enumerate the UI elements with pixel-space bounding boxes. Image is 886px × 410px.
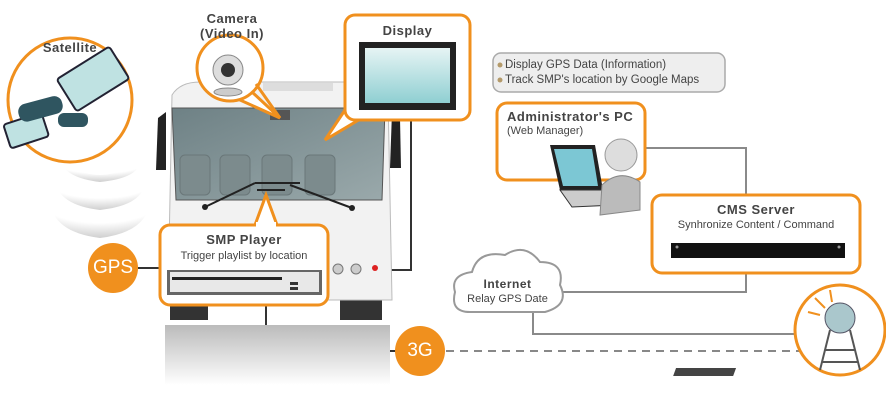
info-item: Display GPS Data (Information) xyxy=(505,59,667,71)
camera-label: Camera (Video In) xyxy=(190,11,274,41)
camera-bubble xyxy=(195,33,282,120)
monitor-icon xyxy=(359,42,456,110)
info-box-bg xyxy=(492,52,726,93)
cms-server-subtitle: Synhronize Content / Command xyxy=(677,219,835,231)
laptop-user-icon xyxy=(550,138,641,216)
gps-badge: GPS xyxy=(92,257,134,278)
gps-signal-waves-icon xyxy=(50,160,150,238)
webcam-icon xyxy=(212,54,244,97)
smp-player-callout xyxy=(158,190,330,307)
internet-title: Internet xyxy=(483,277,532,291)
antenna-tower-icon xyxy=(673,283,886,377)
network-lines xyxy=(532,147,800,335)
display-label: Display xyxy=(382,23,433,38)
rack-server-icon xyxy=(671,243,845,258)
display-callout xyxy=(323,13,472,142)
smp-player-title: SMP Player xyxy=(206,232,282,247)
cms-server-title: CMS Server xyxy=(717,202,795,217)
satellite-icon xyxy=(3,36,134,164)
camera-label-line2: (Video In) xyxy=(200,26,264,41)
gps-badge-bg xyxy=(88,243,138,293)
smp-player-subtitle: Trigger playlist by location xyxy=(180,250,308,262)
3g-badge: 3G xyxy=(407,340,433,361)
cloud-icon xyxy=(453,248,564,313)
camera-label-line1: Camera xyxy=(206,11,258,26)
internet-subtitle: Relay GPS Date xyxy=(467,293,548,305)
satellite-label: Satellite xyxy=(42,40,98,55)
info-item: Track SMP's location by Google Maps xyxy=(505,74,700,86)
3g-badge-bg xyxy=(395,326,445,376)
info-box: Display GPS Data (Information) Track SMP… xyxy=(505,58,699,88)
bus-illustration xyxy=(156,81,401,385)
admin-pc-title: Administrator's PC xyxy=(507,109,634,124)
media-player-device-icon xyxy=(167,270,322,295)
admin-pc-subtitle: (Web Manager) xyxy=(507,125,584,137)
